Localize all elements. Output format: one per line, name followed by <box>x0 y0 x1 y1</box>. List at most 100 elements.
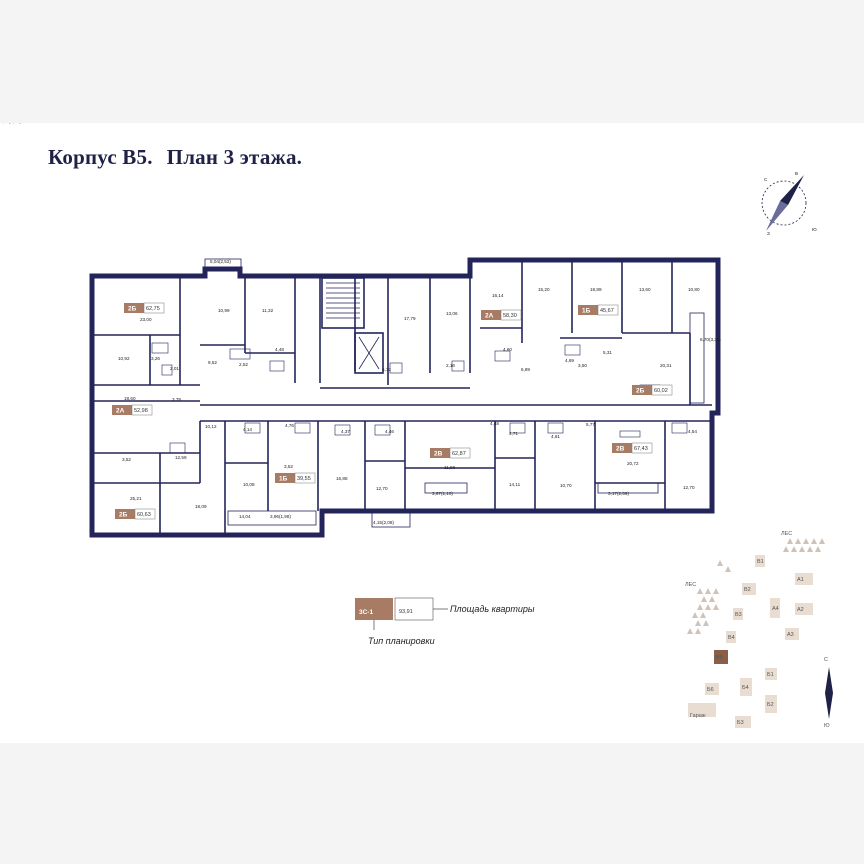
room-area-label: 2,52 <box>239 362 248 367</box>
room-area-label: 6,72 <box>382 367 391 372</box>
corridor <box>92 384 712 422</box>
building-title: Корпус В5. <box>48 145 153 169</box>
tree-icon <box>783 546 789 552</box>
room-area-label: 3,50 <box>578 363 587 368</box>
room-area-label: 25,21 <box>130 496 142 501</box>
room-area-label: 9,52 <box>208 360 217 365</box>
room-area-label: 3,52 <box>122 457 131 462</box>
site-building-label: Б3 <box>737 720 744 726</box>
tree-icon <box>713 588 719 594</box>
stairwell <box>321 277 384 374</box>
apartment-type: 2А <box>485 313 494 320</box>
apartment-type-box <box>481 310 501 320</box>
site-building-label: В2 <box>744 587 751 593</box>
site-building <box>742 583 756 595</box>
room-area-label: 12,59 <box>175 455 187 460</box>
page-title: Корпус В5. План 3 этажа. <box>48 145 316 170</box>
site-building-label: В1 <box>757 559 764 565</box>
room-area-label: 4,61 <box>551 434 560 439</box>
apartment-area-box <box>597 304 619 316</box>
bathroom-fixtures <box>151 342 688 454</box>
room-area-label: 17,79 <box>404 316 416 321</box>
tree-icon <box>717 560 723 566</box>
apartment-area: 60,02 <box>654 388 668 394</box>
room-area-label: 3,67(1,10) <box>432 491 453 496</box>
tree-icon <box>700 612 706 618</box>
site-building <box>795 573 813 585</box>
tree-icon <box>692 612 698 618</box>
building-outline <box>89 257 721 538</box>
apartment-type: 1Б <box>582 308 591 315</box>
forest-label-2: ЛЕС <box>685 582 696 588</box>
apartment-type-box <box>578 305 598 315</box>
room-area-label: 2,01 <box>170 366 179 371</box>
tree-icon <box>697 604 703 610</box>
apartment-area: 39,55 <box>297 476 311 482</box>
room-area-label: 14,11 <box>509 482 521 487</box>
apartment-tag: 2В 67,43 <box>612 442 653 454</box>
room-area-label: 11,32 <box>262 308 274 313</box>
room-area-label: 13,60 <box>639 287 651 292</box>
room-area-label: 10,70 <box>560 483 572 488</box>
apartment-area: 52,98 <box>134 408 148 414</box>
room-area-label: 3,17(2,59) <box>608 491 629 496</box>
room-area-label: 6,70(3,35) <box>700 337 721 342</box>
legend-type-code: 3С-1 <box>359 609 373 616</box>
tree-icon <box>695 628 701 634</box>
room-area-label: 10,92 <box>118 356 130 361</box>
room-area-label: 4,15(2,08) <box>373 520 394 525</box>
room-area-label: 20,31 <box>660 363 672 368</box>
balconies <box>227 312 705 528</box>
apartment-area: 60,63 <box>137 512 151 518</box>
apartment-type-box <box>430 448 450 458</box>
apartment-type: 1Б <box>279 476 288 483</box>
floor-plan-drawing: С В Ю З <box>0 123 833 729</box>
legend-area: 93,91 <box>399 609 413 615</box>
tree-icon <box>807 546 813 552</box>
room-area-label: 23,00 <box>140 317 152 322</box>
site-building-label: В4 <box>728 635 735 641</box>
floor-title: План 3 этажа. <box>166 145 303 169</box>
apartment-type-box <box>112 405 132 415</box>
apartment-area-box <box>651 384 673 396</box>
tree-icon <box>705 588 711 594</box>
site-building-label: А1 <box>797 577 804 583</box>
site-building <box>714 650 728 664</box>
tree-icon <box>697 588 703 594</box>
room-area-label: 13,06 <box>446 311 458 316</box>
room-area-label: 4,60 <box>503 347 512 352</box>
site-building-label: Б1 <box>767 672 774 678</box>
apartment-area: 62,75 <box>146 306 160 312</box>
site-building-label: В5 <box>716 655 723 661</box>
site-building-label: А3 <box>787 632 794 638</box>
apartment-type: 2В <box>616 446 625 453</box>
tree-icon <box>703 620 709 626</box>
site-building <box>733 608 743 620</box>
apartment-area: 67,43 <box>634 446 648 452</box>
tree-icon <box>815 546 821 552</box>
site-building <box>755 555 765 567</box>
room-area-label: 10,12 <box>205 424 217 429</box>
room-area-label: 2,16 <box>446 363 455 368</box>
room-area-label: 4,14 <box>243 427 252 432</box>
partitions <box>92 260 691 535</box>
apartment-area-box <box>131 404 153 416</box>
site-building-label: Б4 <box>742 685 749 691</box>
apartment-type: 2А <box>116 408 125 415</box>
compass-n: С <box>764 177 768 182</box>
room-area-label: 3,26 <box>151 356 160 361</box>
site-building <box>726 631 736 643</box>
apartment-type-box <box>115 509 135 519</box>
site-building <box>770 598 780 618</box>
room-area-label: 4,46 <box>385 429 394 434</box>
site-building <box>785 628 799 640</box>
legend-type-label: Тип планировки <box>368 636 435 646</box>
tree-icon <box>695 620 701 626</box>
room-area-label: 3,96(1,98) <box>270 514 291 519</box>
site-building <box>795 603 813 615</box>
